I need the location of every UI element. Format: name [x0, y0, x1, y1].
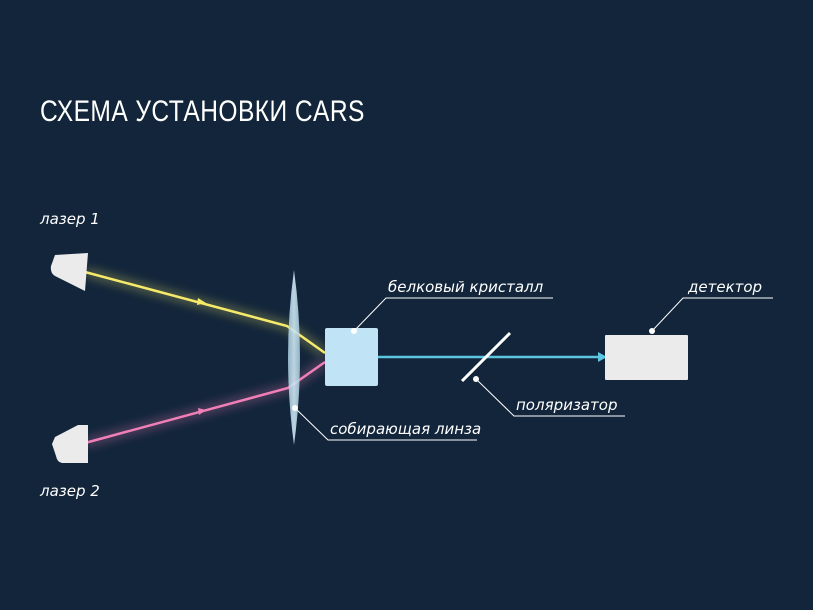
lens-icon — [288, 270, 300, 445]
laser2-icon — [52, 425, 88, 463]
beam-arrow-icon — [197, 298, 206, 305]
laser1-label: лазер 1 — [40, 210, 100, 228]
beam-arrow-icon — [598, 352, 607, 362]
lens-label: собирающая линза — [330, 420, 482, 438]
laser2-beam — [84, 360, 326, 445]
laser2-label: лазер 2 — [40, 482, 100, 500]
detector-label: детектор — [688, 278, 763, 296]
polarizer-label: поляризатор — [516, 396, 618, 414]
detector-icon — [605, 335, 688, 380]
polarizer-icon — [460, 331, 512, 383]
laser1-beam — [84, 270, 326, 355]
crystal-icon — [325, 328, 378, 386]
laser1-icon — [50, 253, 88, 291]
crystal-label: белковый кристалл — [388, 278, 544, 296]
beam-arrow-icon — [198, 408, 206, 415]
page-title: СХЕМА УСТАНОВКИ CARS — [40, 95, 365, 128]
